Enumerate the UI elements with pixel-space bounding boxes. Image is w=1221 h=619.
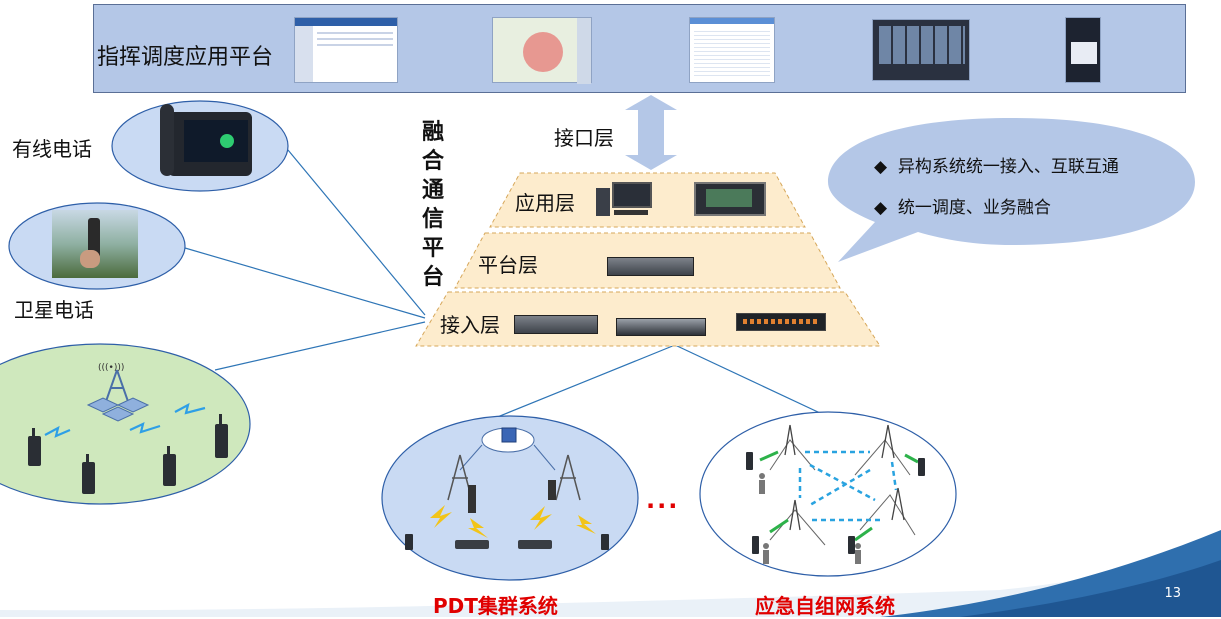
platform-server-icon: [607, 257, 694, 276]
lightning-signal-icons: [44, 402, 206, 438]
mobile-app-thumb: [1065, 17, 1101, 83]
command-platform-bar: 指挥调度应用平台: [93, 4, 1186, 93]
desk-phone-icon: [150, 104, 255, 186]
adhoc-system-label: 应急自组网系统: [755, 594, 895, 618]
pdt-system-label: PDT集群系统: [433, 594, 558, 618]
interface-arrow: [625, 95, 677, 170]
app-layer-label: 应用层: [515, 191, 575, 215]
relay-tower-icons: [784, 424, 905, 531]
fusion-platform-title: 融 合 通 信 平 台: [421, 120, 444, 290]
workstation-icon: [596, 182, 658, 218]
access-layer-label: 接入层: [440, 313, 500, 337]
platform-layer-label: 平台层: [478, 253, 538, 277]
pdt-radio-icons: [405, 534, 609, 550]
mesh-link-arrows: [798, 450, 898, 522]
wired-phone-label: 有线电话: [12, 137, 92, 161]
pdt-lightning-icons: [430, 505, 596, 538]
page-number: 13: [1164, 586, 1181, 601]
person-icons: [759, 473, 861, 564]
callout-item-1: ◆ 异构系统统一接入、互联互通: [874, 157, 1119, 177]
cloud-icon: [481, 427, 535, 453]
mountain-icons: [769, 439, 916, 546]
access-switch-icon: [736, 313, 826, 331]
screenshot-thumb-1: [294, 17, 398, 83]
video-wall-thumb: [872, 19, 970, 81]
screenshot-thumb-2: [492, 17, 592, 84]
platform-title: 指挥调度应用平台: [97, 45, 274, 70]
green-arrows: [759, 450, 919, 542]
callout-item-2: ◆ 统一调度、业务融合: [874, 198, 1051, 218]
satellite-phone-photo: [52, 210, 138, 278]
adhoc-radio-icons: [746, 452, 925, 554]
vehicle-radio-icons: [455, 540, 552, 549]
handheld-radio-icons: [28, 414, 228, 494]
screenshot-thumb-3: [689, 17, 775, 83]
access-gateway-icon: [616, 318, 706, 336]
svg-text:(((•))): (((•))): [98, 363, 124, 373]
interface-layer-label: 接口层: [554, 126, 614, 150]
base-station-icon: (((•))): [86, 363, 150, 422]
tower-icons: [447, 454, 581, 501]
access-server-icon: [514, 315, 598, 334]
more-systems-ellipsis: ···: [646, 492, 680, 520]
dispatch-console-icon: [694, 182, 766, 216]
satellite-phone-label: 卫星电话: [14, 298, 94, 322]
